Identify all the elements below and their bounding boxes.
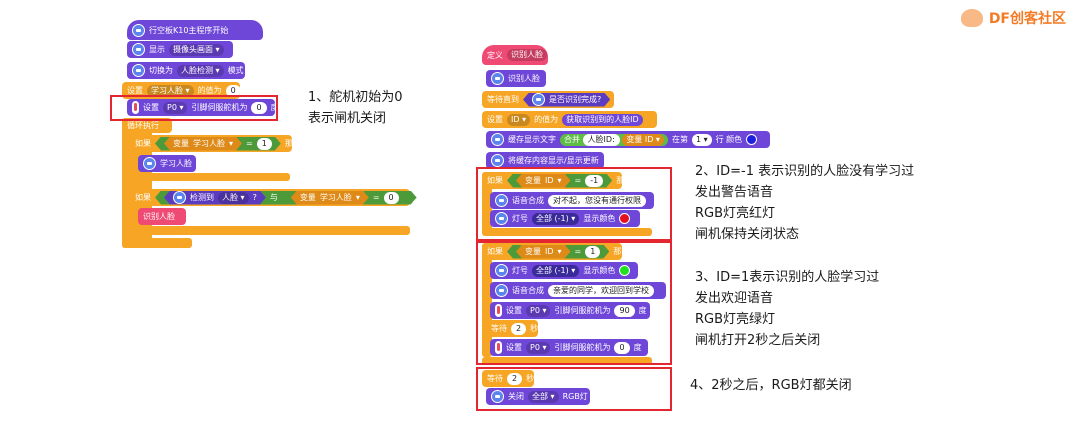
servo-icon [132, 101, 139, 114]
if-detect-header: 如果 检测到 人脸 ▾ ? 与 变量 学习人脸 ▾ = 0 那么执行 [130, 189, 453, 206]
k10-extension-icon [143, 157, 156, 170]
led-green-block[interactable]: 灯号 全部 (-1) ▾ 显示颜色 [490, 262, 638, 279]
tts-text-input[interactable]: 亲爱的同学，欢迎回到学校 [548, 284, 654, 297]
k10-extension-icon [495, 212, 508, 225]
logo-text: DF创客社区 [988, 11, 1066, 27]
color-swatch-green[interactable] [619, 265, 631, 276]
wait-2s-block[interactable]: 等待 2 秒 [486, 320, 538, 337]
learn-face-block[interactable]: 学习人脸 [138, 155, 196, 172]
angle-input[interactable]: 0 [614, 341, 630, 354]
set-variable-block[interactable]: 设置 学习人脸 ▾ 的值为 0 [122, 82, 241, 99]
face-detected-reporter[interactable]: 检测到 人脸 ▾ ? [164, 191, 266, 205]
variable-dropdown[interactable]: 学习人脸 ▾ [147, 84, 194, 97]
servo-init-block[interactable]: 设置 P0 ▾ 引脚伺服舵机为 0 度 [127, 99, 279, 116]
color-swatch-red[interactable] [619, 213, 631, 224]
recognition-done-reporter[interactable]: 是否识别完成? [523, 93, 610, 107]
k10-extension-icon [495, 194, 508, 207]
display-camera-block[interactable]: 显示 摄像头画面 ▾ [127, 41, 233, 58]
line-dropdown[interactable]: 1 ▾ [691, 133, 712, 146]
wait-until-block[interactable]: 等待直到 是否识别完成? [482, 91, 614, 108]
forever-label: 循环执行 [122, 118, 172, 133]
pin-dropdown[interactable]: P0 ▾ [526, 304, 551, 317]
servo-icon [495, 341, 502, 354]
seconds-input[interactable]: 2 [511, 322, 527, 335]
logo-mark-icon [960, 9, 983, 27]
set-id-block[interactable]: 设置 ID ▾ 的值为 获取识别到的人脸ID [482, 111, 657, 128]
annotation-box-2 [476, 167, 672, 241]
if-known-bottom [482, 357, 652, 365]
angle-input[interactable]: 0 [251, 101, 267, 114]
condition-and[interactable]: 检测到 人脸 ▾ ? 与 变量 学习人脸 ▾ = 0 [155, 191, 417, 205]
annotation-box-3 [476, 241, 672, 365]
face-id-reporter[interactable]: 获取识别到的人脸ID [562, 113, 643, 126]
tts-text-input[interactable]: 对不起，您没有通行权限 [548, 194, 646, 207]
if-known-block[interactable] [482, 243, 492, 357]
servo-icon [495, 304, 502, 317]
variable-reporter[interactable]: 变量 学习人脸 ▾ [291, 191, 369, 205]
k10-extension-icon [173, 191, 186, 204]
if-detect-block[interactable] [130, 189, 140, 237]
k10-extension-icon [491, 154, 504, 167]
k10-extension-icon [491, 133, 504, 146]
k10-extension-icon [495, 264, 508, 277]
condition-equals[interactable]: 变量 ID ▾ = 1 [507, 245, 609, 259]
recognize-face-block[interactable]: 识别人脸 [486, 70, 546, 87]
tts-deny-block[interactable]: 语音合成 对不起，您没有通行权限 [490, 192, 654, 209]
if-unknown-header: 如果 变量 ID ▾ = -1 那么执行 [482, 172, 648, 189]
forever-bottom [122, 238, 192, 248]
refresh-display-block[interactable]: 将缓存内容显示/显示更新 [486, 152, 604, 169]
led-dropdown[interactable]: 全部 (-1) ▾ [532, 212, 580, 225]
k10-extension-icon [491, 72, 504, 85]
variable-reporter[interactable]: 变量 学习人脸 ▾ [164, 137, 242, 151]
note-1: 1、舵机初始为0 表示闸机关闭 [308, 90, 403, 126]
if-unknown-block[interactable] [482, 172, 492, 234]
cache-text-block[interactable]: 缓存显示文字 合并 人脸ID: 变量 ID ▾ 在第 1 ▾ 行 颜色 [486, 131, 770, 148]
pin-dropdown[interactable]: P0 ▾ [163, 101, 188, 114]
color-swatch-blue[interactable] [746, 134, 758, 145]
condition-equals[interactable]: 变量 ID ▾ = -1 [507, 174, 612, 188]
define-name: 识别人脸 [507, 49, 547, 61]
servo-close-block[interactable]: 设置 P0 ▾ 引脚伺服舵机为 0 度 [490, 339, 648, 356]
condition-equals[interactable]: 变量 学习人脸 ▾ = 1 [155, 137, 281, 151]
led-red-block[interactable]: 灯号 全部 (-1) ▾ 显示颜色 [490, 210, 640, 227]
mode-dropdown[interactable]: 人脸检测 ▾ [177, 64, 224, 77]
annotation-box-4 [476, 367, 672, 411]
note-3: 3、ID=1表示识别的人脸学习过 发出欢迎语音 RGB灯亮绿灯 闸机打开2秒之后… [695, 270, 880, 348]
variable-dropdown[interactable]: ID ▾ [507, 113, 531, 126]
if-known-header: 如果 变量 ID ▾ = 1 那么执行 [482, 243, 645, 260]
seconds-input[interactable]: 2 [507, 372, 523, 385]
if-detect-bottom [130, 226, 410, 235]
if-learn-header: 如果 变量 学习人脸 ▾ = 1 那么执行 [130, 135, 317, 152]
k10-extension-icon [495, 284, 508, 297]
led-dropdown[interactable]: 全部 ▾ [528, 390, 559, 403]
k10-extension-icon [132, 43, 145, 56]
wait-2s-final-block[interactable]: 等待 2 秒 [482, 370, 534, 387]
rgb-off-block[interactable]: 关闭 全部 ▾ RGB灯 [486, 388, 590, 405]
angle-input[interactable]: 90 [614, 304, 635, 317]
switch-mode-block[interactable]: 切换为 人脸检测 ▾ 模式 [127, 62, 245, 79]
pin-dropdown[interactable]: P0 ▾ [526, 341, 551, 354]
note-4: 4、2秒之后，RGB灯都关闭 [690, 378, 852, 393]
annotation-box-1 [110, 95, 278, 121]
led-dropdown[interactable]: 全部 (-1) ▾ [532, 264, 580, 277]
if-learn-bottom [130, 173, 290, 181]
condition-equals[interactable]: 变量 学习人脸 ▾ = 0 [282, 191, 408, 205]
join-reporter[interactable]: 合并 人脸ID: 变量 ID ▾ [560, 133, 668, 146]
if-learn-block[interactable] [130, 135, 140, 183]
df-logo: DF创客社区 [960, 8, 1066, 28]
call-recognize-block[interactable]: 识别人脸 [138, 208, 186, 225]
k10-extension-icon [532, 93, 545, 106]
define-block[interactable]: 定义 识别人脸 [482, 45, 548, 65]
display-dropdown[interactable]: 摄像头画面 ▾ [169, 43, 224, 56]
object-dropdown[interactable]: 人脸 ▾ [218, 192, 249, 204]
tts-welcome-block[interactable]: 语音合成 亲爱的同学，欢迎回到学校 [490, 282, 666, 299]
k10-extension-icon [132, 64, 145, 77]
value-input[interactable]: 0 [225, 84, 241, 97]
if-unknown-bottom [482, 228, 652, 236]
servo-open-block[interactable]: 设置 P0 ▾ 引脚伺服舵机为 90 度 [490, 302, 650, 319]
k10-extension-icon [491, 390, 504, 403]
k10-extension-icon [132, 23, 145, 37]
main-start-hat-block[interactable]: 行空板K10主程序开始 [127, 20, 263, 40]
note-2: 2、ID=-1 表示识别的人脸没有学习过 发出警告语音 RGB灯亮红灯 闸机保持… [695, 164, 915, 242]
